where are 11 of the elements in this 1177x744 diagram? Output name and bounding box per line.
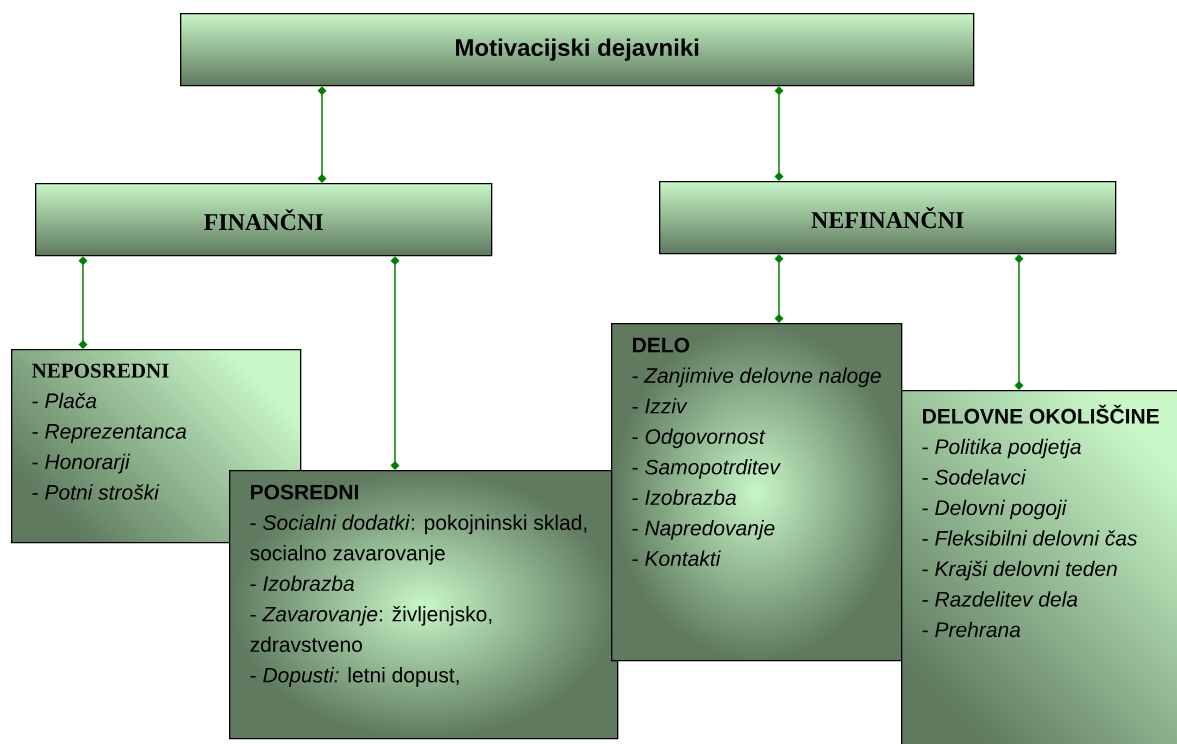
connector — [774, 254, 784, 323]
heading-box: FINANČNI — [35, 183, 493, 257]
category-box: DELOVNE OKOLIŠČINE - Politika podjetja - Sodelavci - Delovni pogoji - Fleksibilni delovni čas - Krajši delovni teden - Razdelitev dela - Prehrana — [901, 390, 1177, 744]
connector — [317, 86, 327, 183]
heading-box: NEFINANČNI — [659, 181, 1117, 255]
heading-box: Motivacijski dejavniki — [180, 13, 975, 87]
connector — [1014, 254, 1024, 390]
category-box: DELO - Zanjimive delovne naloge - Izziv - Odgovornost - Samopotrditev - Izobrazba - Napredovanje - Kontakti — [611, 323, 903, 662]
connector — [390, 256, 400, 470]
connector — [774, 86, 784, 181]
connector — [78, 256, 88, 349]
